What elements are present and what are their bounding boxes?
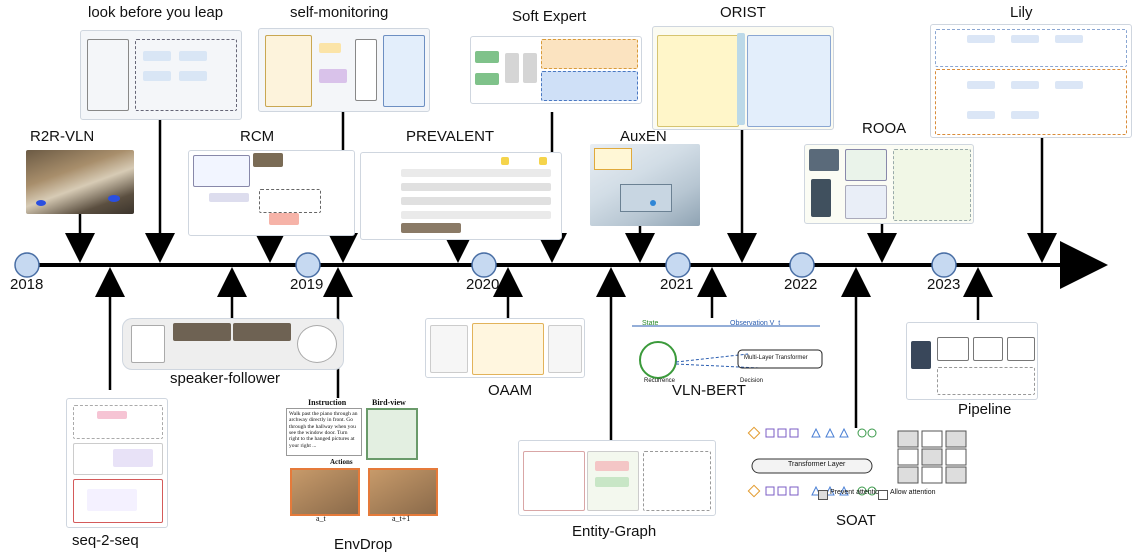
- envdrop-instruction-text: Walk past the piano through an archway d…: [286, 408, 362, 456]
- method-label-prevalent: PREVALENT: [406, 128, 495, 145]
- envdrop-birdview-title: Bird-view: [372, 398, 406, 407]
- year-label-2022: 2022: [784, 276, 818, 293]
- method-label-soat: SOAT: [836, 512, 876, 529]
- vln-bert-figure: State Observation V_t Multi-Layer Transf…: [630, 318, 825, 388]
- soat-allow-text: Allow attention: [890, 489, 936, 496]
- vln-bert-observation-text: Observation V_t: [730, 320, 781, 327]
- year-marker-2022: [789, 252, 815, 278]
- entity-graph-figure: [518, 440, 716, 516]
- soat-attention-grid: [884, 425, 968, 485]
- auxen-floorplan-image: [590, 144, 700, 226]
- method-label-envdrop: EnvDrop: [334, 536, 393, 553]
- orist-figure: [652, 26, 834, 130]
- envdrop-actions-title: Actions: [330, 458, 353, 466]
- soat-prevent-text: Prevent attention: [830, 489, 883, 496]
- soft-expert-figure: [470, 36, 642, 104]
- vln-bert-recurrence-text: Recurrence: [644, 378, 676, 384]
- year-label-2020: 2020: [466, 276, 500, 293]
- year-label-2019: 2019: [290, 276, 324, 293]
- method-label-lily: Lily: [1010, 4, 1033, 21]
- envdrop-birdview-map: [366, 408, 418, 460]
- method-label-pipeline: Pipeline: [958, 401, 1012, 418]
- method-label-seq2seq: seq-2-seq: [72, 532, 139, 549]
- method-label-auxen: AuxEN: [620, 128, 667, 145]
- envdrop-at1-label: a_t+1: [392, 514, 411, 523]
- method-label-look-before-you-leap: look before you leap: [88, 4, 224, 21]
- oaam-figure: [425, 318, 585, 378]
- pipeline-figure: [906, 322, 1038, 400]
- soat-allow-swatch: [878, 490, 888, 500]
- lily-figure: [930, 24, 1132, 138]
- method-label-vln-bert: VLN-BERT: [672, 382, 746, 399]
- vln-bert-state-text: State: [642, 320, 659, 327]
- envdrop-at-label: a_t: [316, 514, 326, 523]
- year-marker-2019: [295, 252, 321, 278]
- year-label-2021: 2021: [660, 276, 694, 293]
- envdrop-action-frame-2: [368, 468, 438, 516]
- rooa-figure: [804, 144, 974, 224]
- look-before-you-leap-figure: [80, 30, 242, 120]
- rcm-figure: [188, 150, 355, 236]
- method-label-oaam: OAAM: [488, 382, 533, 399]
- r2r-vln-panorama-image: [26, 150, 134, 214]
- soat-figure: Transformer Layer: [746, 425, 878, 507]
- method-label-rcm: RCM: [240, 128, 275, 145]
- vln-bert-decision-text: Decision: [740, 378, 764, 384]
- year-label-2018: 2018: [10, 276, 44, 293]
- year-label-2023: 2023: [927, 276, 961, 293]
- method-label-speaker-follower: speaker-follower: [170, 370, 281, 387]
- year-marker-2023: [931, 252, 957, 278]
- soat-transformer-text: Transformer Layer: [788, 461, 846, 468]
- soat-prevent-swatch: [818, 490, 828, 500]
- year-marker-2018: [14, 252, 40, 278]
- envdrop-instruction-title: Instruction: [308, 398, 347, 407]
- seq2seq-figure: [66, 398, 168, 528]
- method-label-soft-expert: Soft Expert: [512, 8, 587, 25]
- year-marker-2021: [665, 252, 691, 278]
- method-label-entity-graph: Entity-Graph: [572, 523, 657, 540]
- prevalent-figure: [360, 152, 562, 240]
- speaker-follower-figure: [122, 318, 344, 370]
- self-monitoring-figure: [258, 28, 430, 112]
- envdrop-figure: Instruction Bird-view Walk past the pian…: [286, 398, 458, 530]
- method-label-rooa: ROOA: [862, 120, 907, 137]
- method-label-orist: ORIST: [720, 4, 766, 21]
- method-label-self-monitoring: self-monitoring: [290, 4, 389, 21]
- year-marker-2020: [471, 252, 497, 278]
- vln-bert-transformer-text: Multi-Layer Transformer: [744, 355, 808, 361]
- method-label-r2r-vln: R2R-VLN: [30, 128, 95, 145]
- envdrop-action-frame-1: [290, 468, 360, 516]
